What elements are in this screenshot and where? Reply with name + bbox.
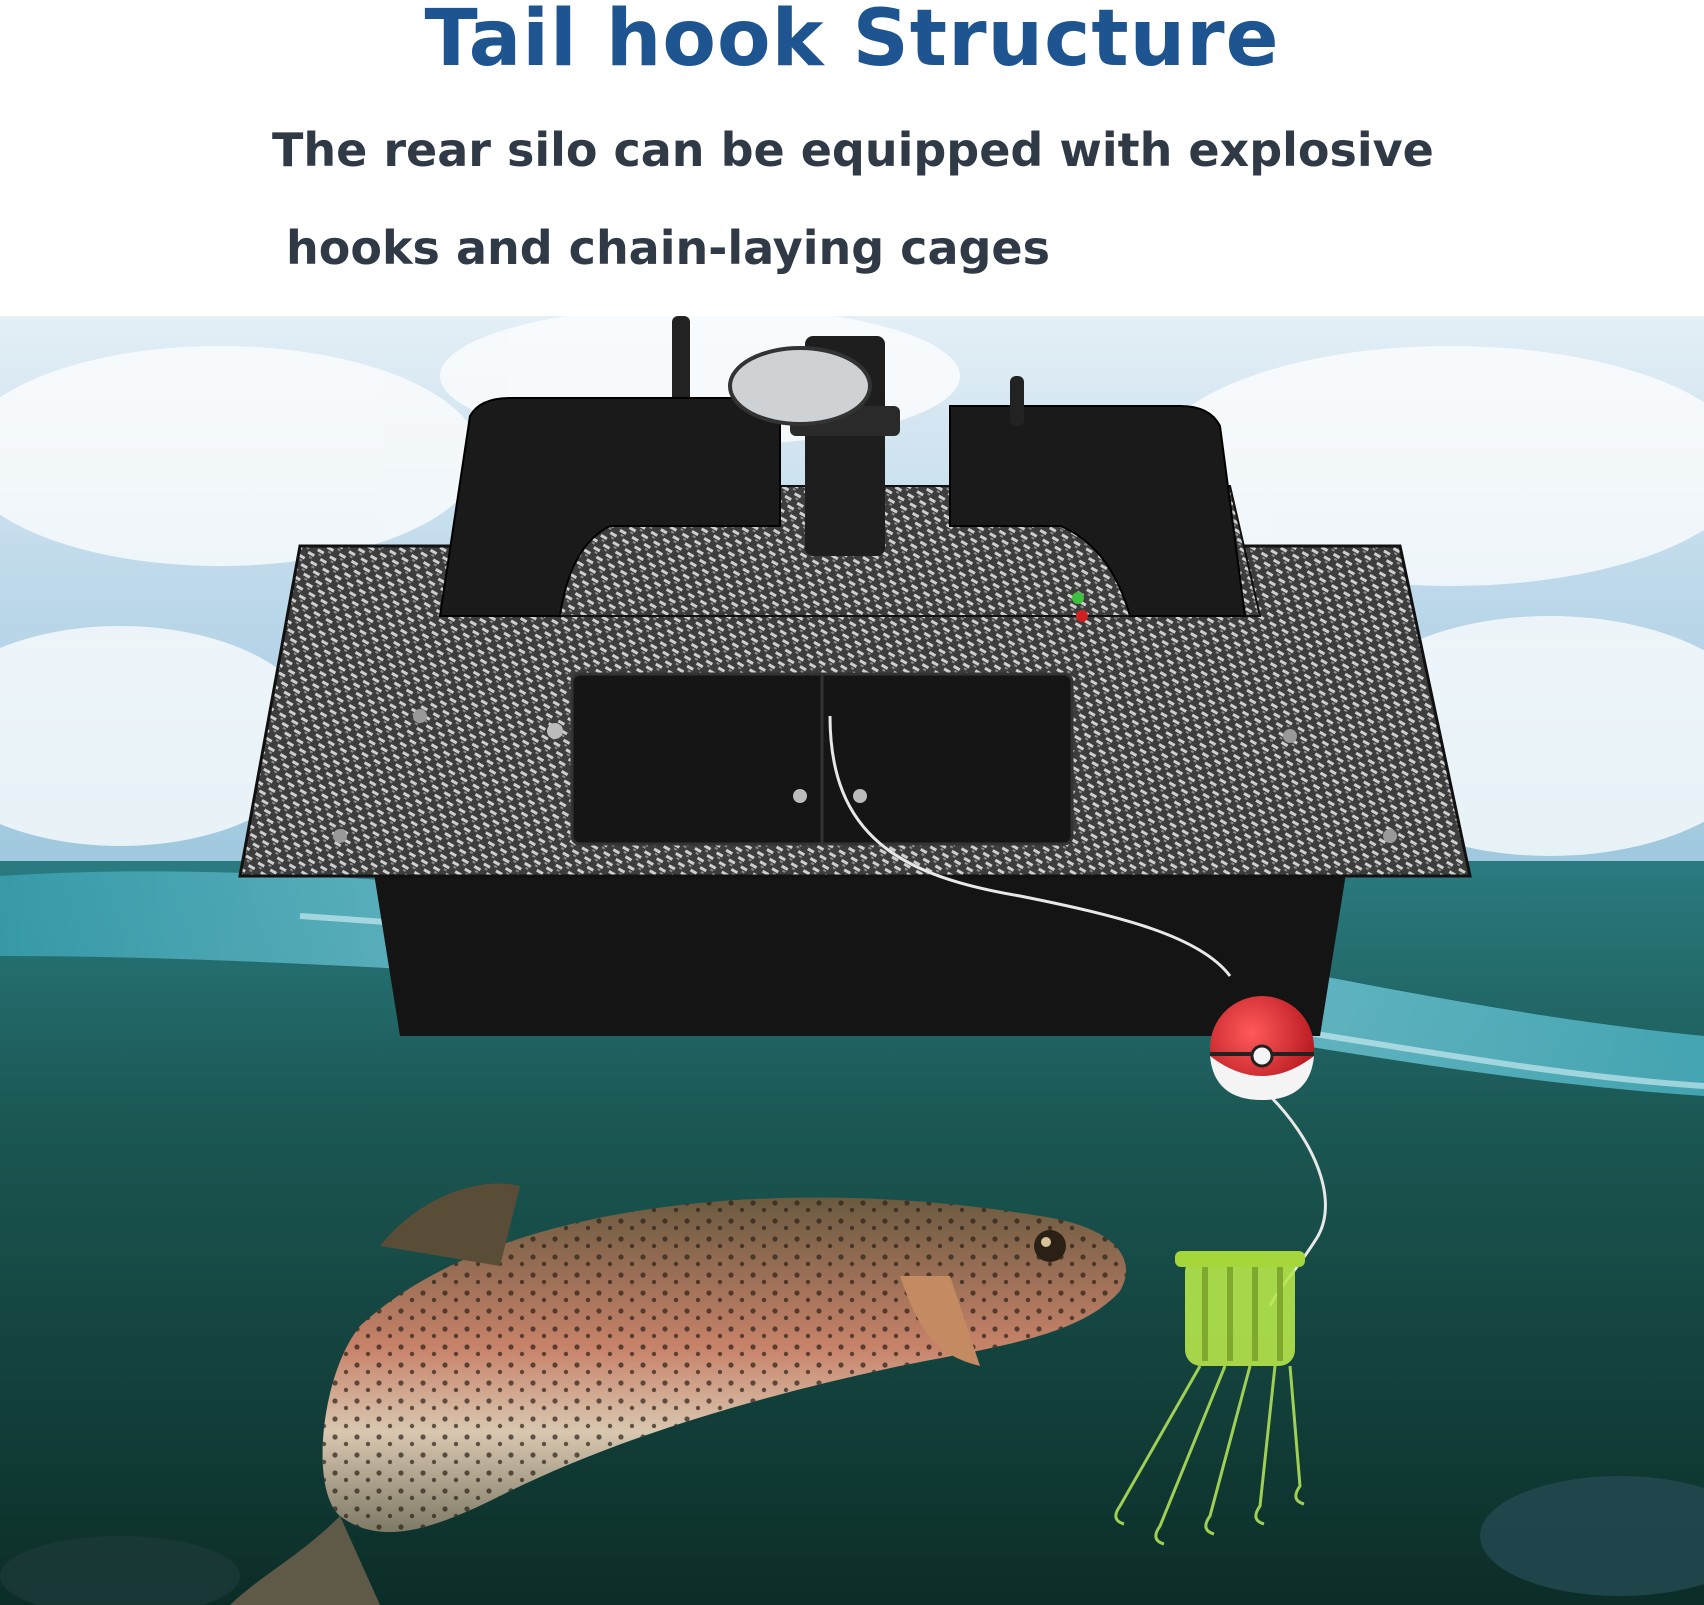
fish-eye	[1034, 1230, 1066, 1262]
page-title: Tail hook Structure	[424, 0, 1280, 84]
led-red	[1076, 610, 1088, 622]
background-fish	[1480, 1476, 1704, 1596]
explosive-hooks	[1114, 1365, 1305, 1546]
bait-cage	[1175, 1251, 1305, 1366]
header-section: Tail hook Structure The rear silo can be…	[0, 0, 1704, 316]
scene-illustration	[0, 316, 1704, 1605]
subtitle-line-1: The rear silo can be equipped with explo…	[272, 123, 1434, 177]
boat-underwater-photo	[0, 316, 1704, 1605]
led-green	[1072, 592, 1084, 604]
trout-fish	[230, 1183, 1127, 1605]
bait-boat	[238, 336, 1472, 1036]
red-white-float	[1210, 996, 1314, 1100]
top-cap	[728, 346, 872, 426]
subtitle-line-2: hooks and chain-laying cages	[286, 221, 1050, 275]
power-switch	[1010, 376, 1024, 426]
right-bait-hopper	[949, 405, 1247, 617]
